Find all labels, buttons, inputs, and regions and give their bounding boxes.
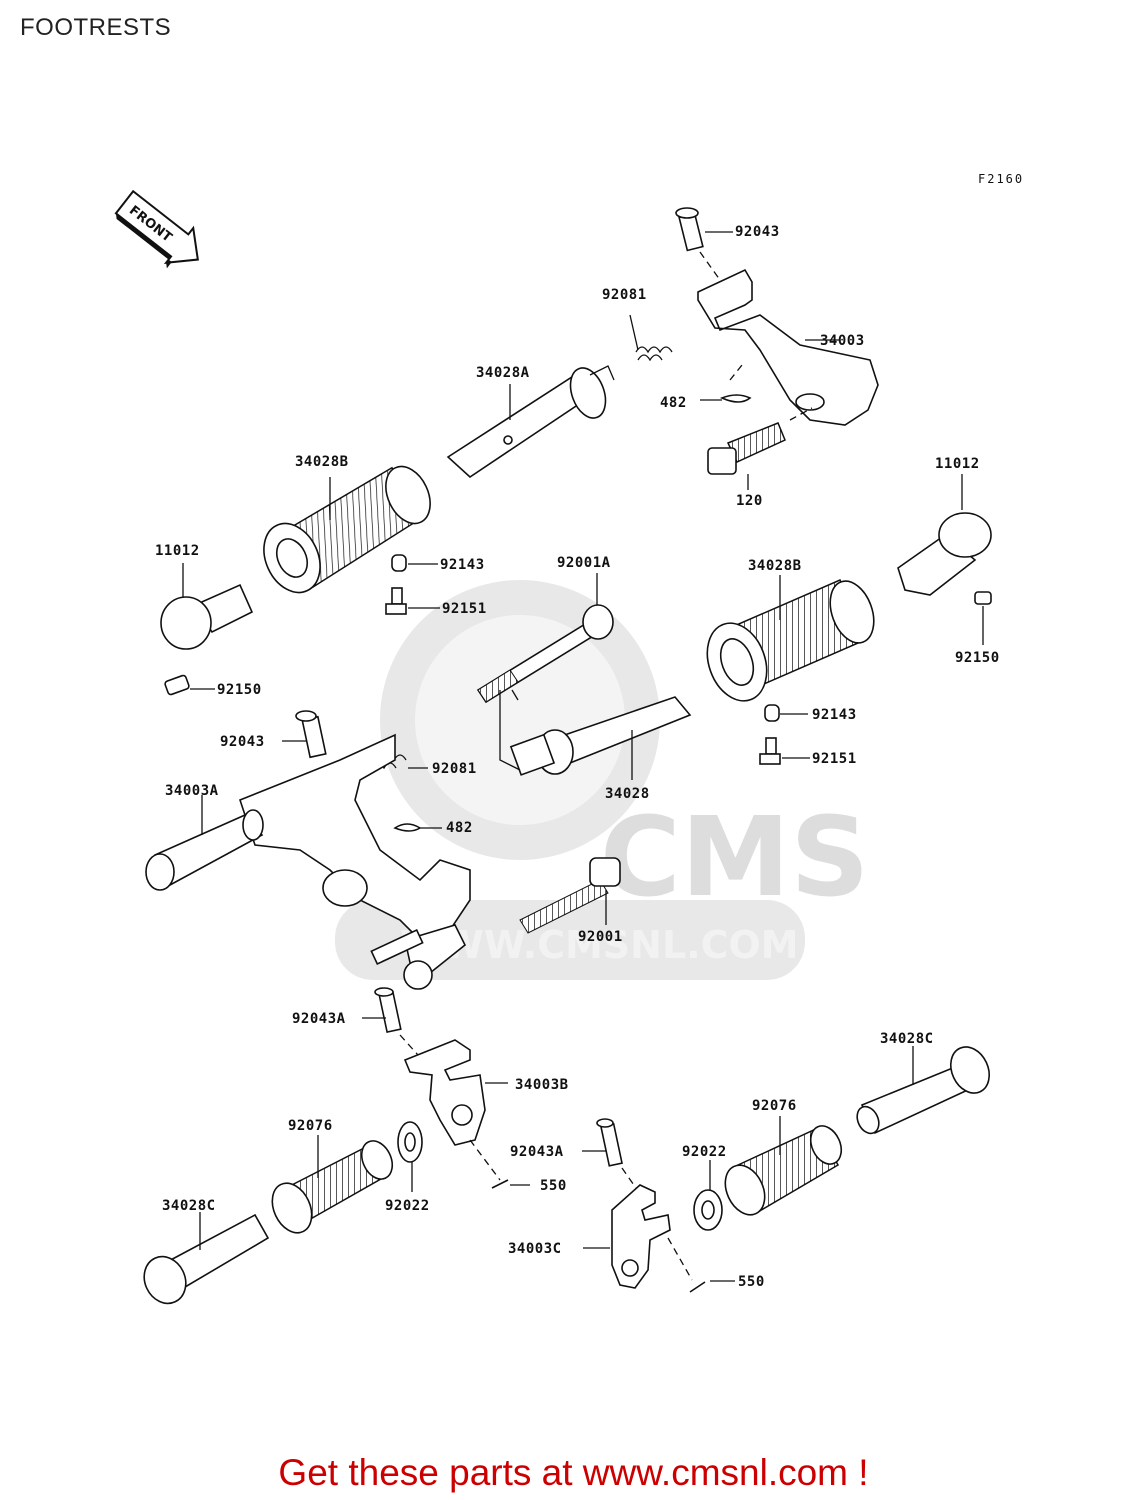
bolt-92150-right [974, 591, 992, 645]
bolt-92001 [519, 857, 621, 934]
label-92143-bottom: 92143 [812, 707, 857, 723]
label-92001A: 92001A [557, 555, 611, 571]
pin-92043-top [675, 207, 733, 252]
washer-92022-left [397, 1121, 423, 1192]
label-92043A-bottom: 92043A [510, 1144, 564, 1160]
pin-92043A-bottom [582, 1118, 623, 1167]
bracket-34003A [145, 733, 471, 990]
label-550-top: 550 [540, 1178, 567, 1194]
rubber-92076-right [724, 1116, 843, 1216]
cap-11012-left [160, 563, 254, 650]
figure-code: F2160 [978, 172, 1025, 186]
label-92150-left: 92150 [217, 682, 262, 698]
label-92076-left: 92076 [288, 1118, 333, 1134]
washer-92022-right [693, 1160, 723, 1231]
label-92076-right: 92076 [752, 1098, 797, 1114]
footer-link[interactable]: Get these parts at www.cmsnl.com ! [278, 1452, 869, 1493]
pin-92043A-top [362, 987, 402, 1033]
label-34028B-left: 34028B [295, 454, 349, 470]
label-120: 120 [736, 493, 763, 509]
label-92043-top: 92043 [735, 224, 780, 240]
shaft-34028 [509, 696, 692, 780]
label-92150-right: 92150 [955, 650, 1000, 666]
footpeg-34028C-left [143, 1212, 270, 1305]
watermark-url: WWW.CMSNL.COM [400, 923, 799, 967]
grip-34028B-left [263, 465, 431, 594]
label-92043-mid: 92043 [220, 734, 265, 750]
rubber-92076-left [271, 1135, 394, 1234]
label-34028B-right: 34028B [748, 558, 802, 574]
bracket-34003B [403, 1039, 508, 1146]
front-arrow-icon: FRONT [114, 189, 199, 269]
collar-92143-top [391, 554, 438, 572]
footpeg-34028C-right [856, 1046, 991, 1135]
label-92081-top: 92081 [602, 287, 647, 303]
label-92022-left: 92022 [385, 1198, 430, 1214]
spring-92081-top [629, 314, 673, 362]
watermark-cms: CMS [600, 793, 869, 921]
label-34028: 34028 [605, 786, 650, 802]
label-34028C-right: 34028C [880, 1031, 934, 1047]
label-482-top: 482 [660, 395, 687, 411]
label-92081-mid: 92081 [432, 761, 477, 777]
label-34003A: 34003A [165, 783, 219, 799]
label-92043A-top: 92043A [292, 1011, 346, 1027]
label-92001: 92001 [578, 929, 623, 945]
label-92143-top: 92143 [440, 557, 485, 573]
label-11012-right: 11012 [935, 456, 980, 472]
label-92022-right: 92022 [682, 1144, 727, 1160]
bolt-92150-left [164, 674, 215, 696]
bolt-92151-top [385, 587, 440, 615]
clip-482-top [719, 394, 752, 403]
grip-34028B-right [706, 575, 875, 702]
shaft-34028A [446, 365, 615, 479]
page-title: FOOTRESTS [20, 14, 172, 41]
label-34003B: 34003B [515, 1077, 569, 1093]
cap-11012-right [897, 474, 992, 596]
label-482-mid: 482 [446, 820, 473, 836]
label-11012-left: 11012 [155, 543, 200, 559]
label-92151-top: 92151 [442, 601, 487, 617]
clip-482-mid [393, 823, 442, 832]
bolt-92151-bottom [759, 737, 810, 765]
pin-550-bottom [689, 1280, 735, 1293]
bolt-120 [707, 422, 786, 490]
label-92151-bottom: 92151 [812, 751, 857, 767]
label-34028C-left: 34028C [162, 1198, 216, 1214]
bracket-34003C [583, 1184, 671, 1289]
label-34003C: 34003C [508, 1241, 562, 1257]
bolt-92001A [476, 573, 614, 704]
label-34028A: 34028A [476, 365, 530, 381]
label-34003: 34003 [820, 333, 865, 349]
bracket-34003 [697, 268, 879, 426]
label-550-bottom: 550 [738, 1274, 765, 1290]
collar-92143-bottom [764, 704, 808, 722]
pin-550-top [491, 1179, 530, 1189]
pin-92043-mid [282, 710, 327, 759]
